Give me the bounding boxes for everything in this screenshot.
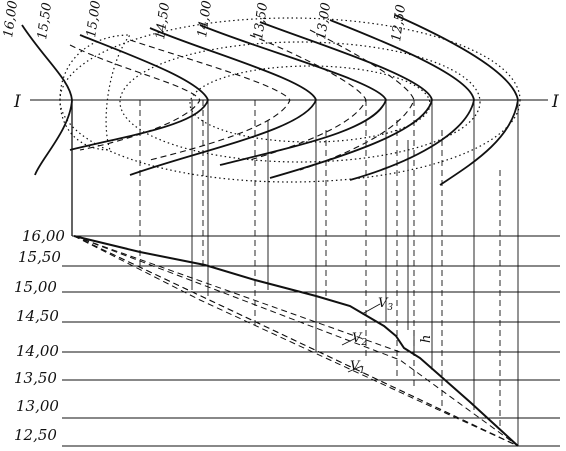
level-lines	[62, 235, 560, 447]
side-mark: h	[413, 330, 434, 352]
profile-curve-2	[69, 34, 209, 151]
profile-curve-5	[259, 21, 433, 179]
velocity-label-2: V2	[352, 331, 367, 348]
v1-line	[73, 235, 519, 447]
top-labels: 16,00 15,50 15,00 14,50 14,00 13,50 13,0…	[1, 0, 409, 43]
top-label-8: 12,50	[389, 4, 409, 43]
velocity-label-3: V3	[378, 296, 393, 313]
level-label-4: 14,50	[16, 307, 59, 325]
level-label-8: 12,50	[14, 426, 57, 444]
top-label-3: 15,00	[84, 0, 104, 39]
top-label-2: 15,50	[35, 2, 55, 41]
v2-line	[73, 235, 401, 353]
actual-line	[73, 235, 519, 447]
level-label-3: 15,00	[14, 278, 57, 296]
level-label-5: 14,00	[16, 342, 59, 360]
projection-lines	[71, 100, 519, 446]
section-mark-left: I	[13, 92, 21, 112]
level-label-2: 15,50	[18, 248, 61, 266]
profile-curve-7	[394, 14, 519, 186]
level-labels: 16,00 15,50 15,00 14,50 14,00 13,50 13,0…	[14, 227, 65, 444]
top-label-7: 13,00	[314, 2, 334, 41]
profile-curve-3	[129, 27, 317, 176]
top-label-1: 16,00	[1, 0, 21, 39]
velocity-label-1: V1	[350, 359, 365, 376]
profile-curve-4	[199, 24, 387, 166]
profile-curves	[21, 14, 519, 186]
section-line: I I	[13, 92, 559, 112]
top-label-6: 13,50	[251, 2, 271, 41]
side-mark-label: h	[419, 335, 434, 343]
level-label-7: 13,00	[16, 397, 59, 415]
level-label-1: 16,00	[22, 227, 65, 245]
level-label-6: 13,50	[14, 369, 57, 387]
profile-curve-6	[329, 19, 475, 181]
section-mark-right: I	[551, 92, 559, 112]
velocity-lines	[73, 235, 519, 447]
velocity-labels: V3 V2 V1	[350, 296, 393, 376]
top-label-4: 14,50	[153, 2, 173, 41]
top-label-5: 14,00	[195, 0, 215, 39]
